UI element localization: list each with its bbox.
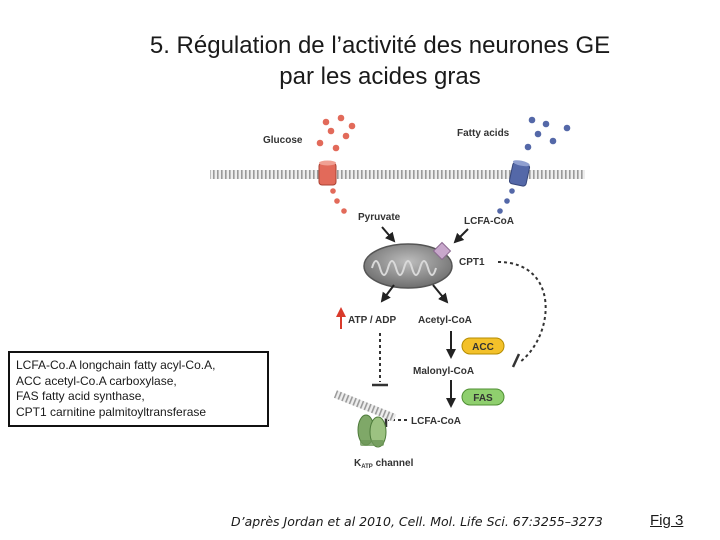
abbreviation-legend: LCFA-Co.A longchain fatty acyl-Co.A, ACC… — [8, 351, 269, 427]
acc-label: ACC — [472, 342, 494, 353]
legend-line-lcfa: LCFA-Co.A longchain fatty acyl-Co.A, — [16, 358, 216, 372]
fatty-acid-pathway — [497, 188, 515, 214]
figure-label: Fig 3 — [650, 512, 684, 529]
fatty-acid-molecules — [524, 116, 571, 151]
slide-title: 5. Régulation de l’activité des neurones… — [60, 30, 700, 92]
acetyl-coa-label: Acetyl-CoA — [418, 315, 472, 326]
katp-channel-label: KATP channel — [354, 458, 414, 470]
citation: D’après Jordan et al 2010, Cell. Mol. Li… — [231, 514, 603, 529]
atp-adp-label: ATP / ADP — [348, 315, 396, 326]
lcfa-to-cpt1-arrow — [453, 228, 469, 244]
glucose-pathway-arrow — [330, 188, 347, 214]
lcfa-coa-bottom-label: LCFA-CoA — [411, 416, 461, 427]
fatty-acids-label: Fatty acids — [457, 128, 510, 139]
malonyl-coa-label: Malonyl-CoA — [413, 366, 474, 377]
title-line-1: 5. Régulation de l’activité des neurones… — [149, 32, 611, 59]
pyruvate-label: Pyruvate — [358, 212, 401, 223]
cpt1-feedback-bar — [511, 353, 521, 368]
legend-line-cpt1: CPT1 carnitine palmitoyltransferase — [16, 404, 207, 419]
glucose-transporter-icon — [318, 160, 337, 186]
cpt1-label: CPT1 — [459, 257, 485, 268]
mitochondrion-to-acetyl-arrow — [432, 284, 449, 304]
katp-channel-icon — [357, 414, 387, 448]
cell-membrane — [210, 170, 585, 179]
fas-label: FAS — [473, 393, 493, 404]
acc-enzyme-badge: ACC — [461, 337, 505, 355]
title-line-2: par les acides gras — [279, 63, 481, 90]
pyruvate-to-mitochondrion-arrow — [381, 226, 396, 243]
mitochondrion-icon — [363, 243, 453, 289]
lcfa-coa-top-label: LCFA-CoA — [464, 216, 514, 227]
cpt1-feedback-dotted-curve — [497, 261, 547, 363]
legend-line-fas: FAS fatty acid synthase, — [16, 389, 145, 403]
mitochondrion-to-atp-arrow — [380, 284, 395, 303]
cpt1-icon — [432, 241, 452, 261]
fas-enzyme-badge: FAS — [461, 388, 505, 406]
glucose-molecules — [316, 114, 356, 152]
fatty-acid-transporter-icon — [508, 160, 531, 187]
legend-line-acc: ACC acetyl-Co.A carboxylase, — [16, 373, 177, 388]
lower-membrane — [333, 390, 397, 422]
glucose-label: Glucose — [263, 135, 303, 146]
